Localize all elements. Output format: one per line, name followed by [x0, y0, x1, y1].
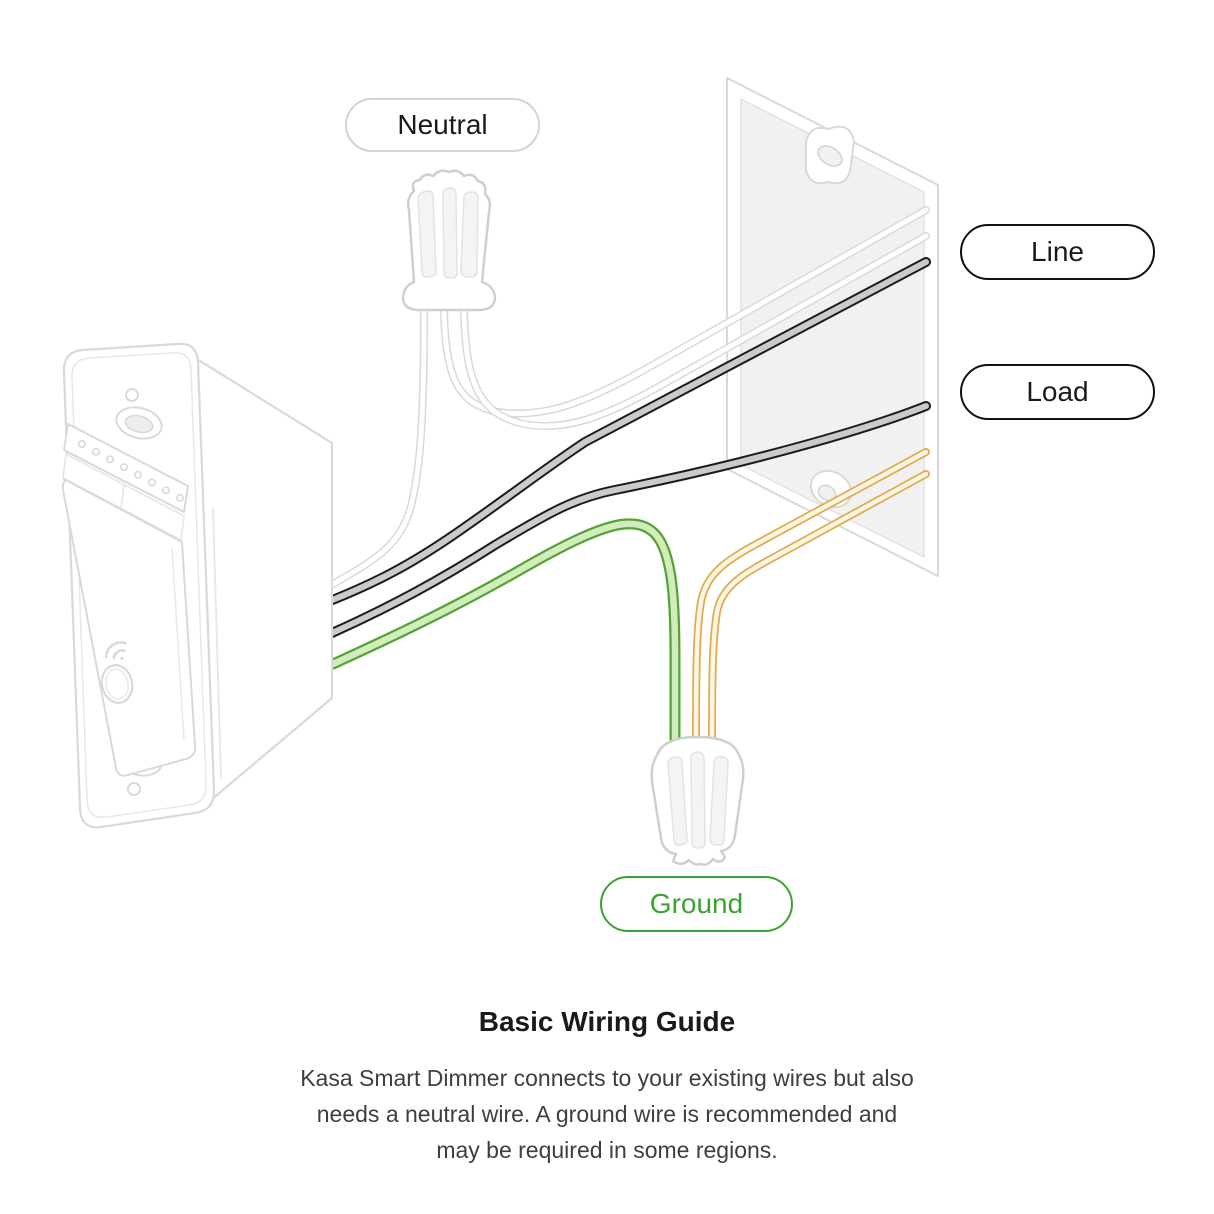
ground-wire: [327, 518, 681, 746]
switch-body-depth-line: [212, 507, 222, 780]
orange-wire-2: [708, 470, 930, 744]
ground-nut-rib: [690, 751, 706, 849]
ground-wire-nut: [650, 735, 745, 867]
wall-box-top-screw-hole: [817, 145, 843, 167]
top-screw-slot-inner: [124, 414, 154, 434]
neutral-nut-rib: [417, 190, 437, 278]
rocker-panel-divider: [120, 484, 125, 510]
neutral-nut-rib: [442, 187, 458, 279]
ground-label: Ground: [600, 876, 793, 932]
rocker-paddle-depth-line: [171, 547, 185, 741]
top-screw-hole: [125, 388, 139, 402]
wifi-icon: [104, 641, 128, 661]
caption-line-1: Kasa Smart Dimmer connects to your exist…: [300, 1065, 914, 1091]
orange-wire-1: [692, 448, 930, 744]
neutral-label-text: Neutral: [397, 109, 488, 140]
rocker-top-bar: [63, 423, 189, 513]
neutral-label: Neutral: [345, 98, 540, 152]
neutral-wire-to-switch: [326, 308, 428, 590]
line-wire: [325, 257, 931, 606]
switch-button-inner-ring: [105, 668, 129, 700]
rocker-paddle: [61, 478, 197, 777]
wires: [325, 206, 931, 746]
caption-body: Kasa Smart Dimmer connects to your exist…: [0, 1060, 1214, 1168]
caption-line-3: may be required in some regions.: [436, 1137, 778, 1163]
load-wire: [327, 401, 931, 638]
caption-line-2: needs a neutral wire. A ground wire is r…: [316, 1101, 898, 1127]
switch-wall-plate-inner-line: [71, 352, 207, 819]
ground-nut-rib: [709, 756, 729, 846]
ground-nut-rib: [667, 756, 688, 846]
caption-title: Basic Wiring Guide: [478, 1006, 736, 1037]
neutral-wire-nut: [401, 169, 497, 312]
rocker-upper-panels: [62, 453, 185, 541]
neutral-wire-to-box-2: [460, 232, 930, 431]
bottom-screw-hole: [127, 782, 141, 796]
neutral-nut-rib: [460, 191, 479, 278]
smart-dimmer-switch: [61, 342, 334, 829]
led-indicator-dots: [78, 439, 185, 502]
line-label-text: Line: [1031, 236, 1084, 267]
load-label-text: Load: [1026, 376, 1089, 407]
load-label: Load: [960, 364, 1155, 420]
line-label: Line: [960, 224, 1155, 280]
ground-label-text: Ground: [649, 888, 744, 919]
